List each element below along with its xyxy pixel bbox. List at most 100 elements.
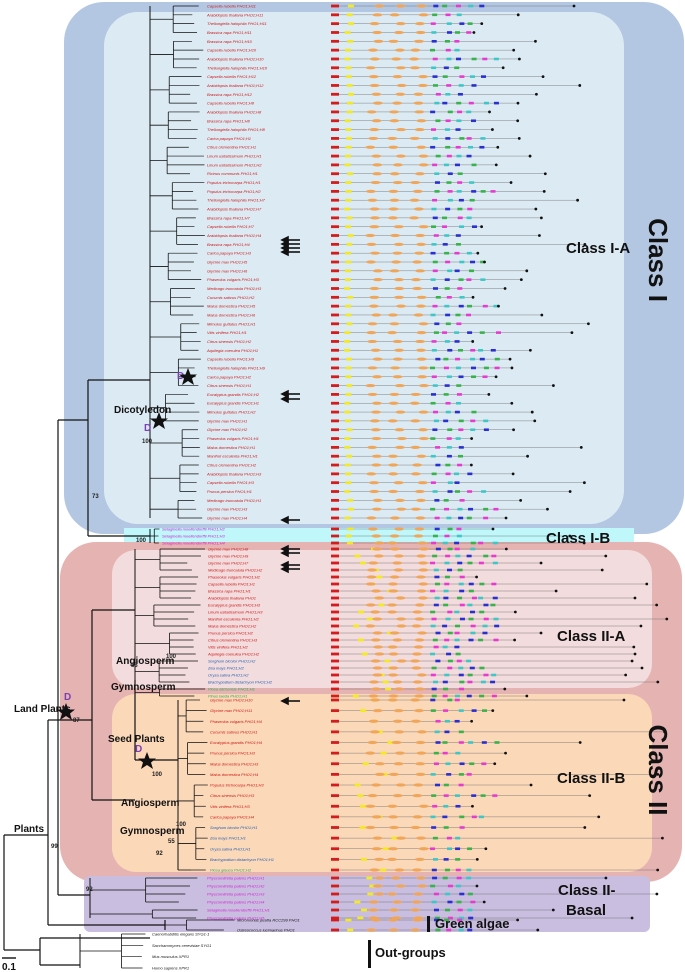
orange-domain [417,83,428,88]
yellow-domain [345,225,352,229]
track-end [539,216,543,220]
orange-domain [414,857,425,861]
tm-domain [442,645,448,649]
tm-domain [431,794,437,797]
yellow-domain [380,751,387,755]
tm-domain [455,128,461,131]
orange-domain [370,428,381,432]
orange-domain [388,673,399,677]
bootstrap-land: 87 [73,718,80,724]
tip-label: Brassica rapa PHO1;H12 [207,92,253,97]
orange-domain [394,445,405,449]
orange-domain [387,603,398,607]
orange-domain [417,596,428,600]
tm-domain [433,410,439,414]
tm-domain [430,673,436,677]
tip-label: Arabidopsis thaliana PHO1;H3 [206,471,262,476]
tm-domain [470,631,476,635]
tm-domain [443,603,449,607]
tm-domain [479,694,485,698]
orange-domain [415,740,426,745]
orange-domain [418,13,429,17]
tm-domain [435,357,441,361]
orange-domain [411,278,422,282]
tm-domain [430,481,436,484]
tm-domain [458,428,464,432]
yellow-domain [367,892,374,896]
orange-domain [414,251,425,255]
tm-domain [457,561,463,565]
bootstrap-dicot: 100 [142,439,153,445]
tip-label: Malus domestica PHO1;H1 [207,445,255,450]
orange-domain [372,631,383,635]
tm-domain [435,547,441,551]
tm-domain [493,617,499,621]
tm-domain [479,4,485,8]
orange-domain [373,645,384,649]
orange-domain [389,825,400,830]
orange-domain [416,331,427,335]
spx-domain [331,304,339,308]
track-end [475,857,479,861]
orange-domain [367,392,378,397]
tm-domain [433,4,439,8]
track-end [519,278,523,282]
yellow-domain [344,57,351,61]
tip-label: Pinus taeda PHO1;H1 [208,694,247,699]
land-plants-label: Land Plants [14,704,71,715]
tm-domain [444,507,450,511]
tip-label: Carica papaya PHO1;H1 [207,136,251,141]
tm-domain [467,673,473,677]
star-icon [138,752,156,769]
orange-domain [413,313,424,317]
yellow-domain [344,348,351,352]
orange-domain [388,145,399,149]
orange-domain [369,127,380,132]
track-end [501,66,505,70]
tm-domain [447,190,453,193]
spx-domain [331,31,339,34]
yellow-domain [382,680,389,684]
tip-label: Capsella rubella PHO1;H1 [208,582,255,587]
tm-domain [468,4,474,8]
orange-domain [418,75,429,79]
orange-domain [390,366,401,370]
orange-domain [414,687,425,691]
orange-domain [418,225,429,229]
orange-domain [369,216,380,220]
tip-label: Citrus clementina PHO1;H1 [207,145,256,150]
orange-domain [388,847,399,851]
track-end [480,22,484,26]
tm-domain [483,507,489,511]
tm-domain [481,762,487,766]
tm-domain [455,847,461,851]
orange-domain [416,673,427,677]
track-end [600,568,604,572]
tm-domain [434,596,440,600]
orange-domain [366,242,377,246]
tm-domain [430,698,436,702]
spx-domain [331,868,339,872]
yellow-domain [344,287,351,290]
tm-domain [467,680,473,684]
orange-domain [416,454,427,458]
tm-domain [431,340,437,343]
tm-domain [447,666,453,670]
orange-domain [365,145,376,149]
tm-domain [434,918,440,922]
tm-domain [467,908,473,912]
spx-domain [331,516,339,520]
track-end [570,331,574,335]
tip-label: Glycine max PHO1;H4 [207,516,248,521]
tm-domain [447,527,453,531]
orange-domain [367,445,378,449]
orange-domain [369,489,380,494]
spx-domain [331,603,339,607]
orange-domain [373,554,384,558]
track-end [504,751,507,755]
orange-domain [368,694,379,698]
tm-domain [478,561,484,565]
orange-domain [367,740,378,745]
track-end [583,242,587,246]
tip-label: Malus domestica PHO1;H5 [207,304,256,309]
